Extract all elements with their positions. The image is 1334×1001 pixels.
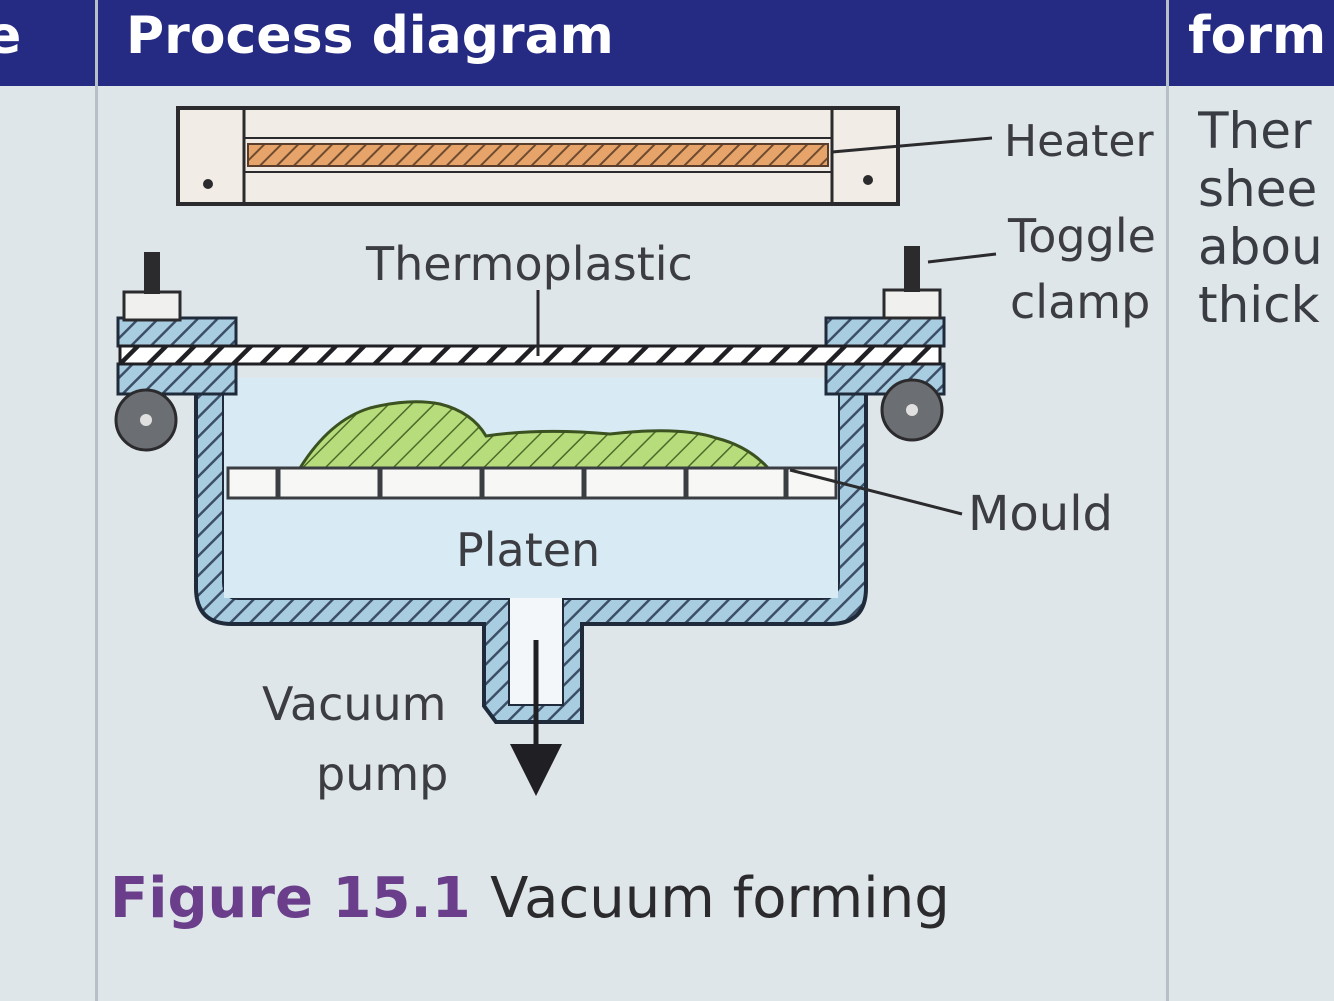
figure-caption: Figure 15.1 Vacuum forming	[110, 866, 950, 931]
vacuum-forming-diagram: Heater Toggle clamp Thermoplastic Mould …	[114, 106, 1156, 801]
heater-unit	[176, 106, 900, 206]
figure-title: Vacuum forming	[490, 866, 950, 931]
figure-number: Figure 15.1	[110, 866, 471, 931]
vacuum-flow-arrow	[510, 640, 562, 796]
header-cell-process-diagram: Process diagram	[126, 6, 614, 66]
thermoplastic-sheet	[118, 344, 942, 366]
right-column-line: Ther	[1198, 102, 1312, 160]
right-column-line: abou	[1198, 218, 1323, 276]
right-column-line: shee	[1198, 160, 1318, 218]
mould-leader-line	[789, 468, 963, 516]
mould-shape	[297, 400, 772, 470]
pump-label: pump	[316, 747, 448, 801]
heater-label: Heater	[1004, 116, 1154, 167]
heater-element	[247, 143, 829, 167]
mould-label: Mould	[968, 486, 1113, 542]
right-toggle-clamp	[824, 246, 946, 442]
column-divider-right	[1166, 0, 1169, 1001]
header-cell-right-fragment: form	[1188, 6, 1327, 66]
heater-leader-line	[831, 136, 993, 154]
platen-label: Platen	[456, 523, 600, 577]
header-cell-left-fragment: e	[0, 6, 22, 66]
left-toggle-clamp	[114, 252, 238, 452]
table-header-row: e Process diagram form	[0, 0, 1334, 86]
column-divider-left	[95, 0, 98, 1001]
toggle-label: Toggle	[1007, 209, 1156, 263]
platen	[226, 466, 838, 500]
thermoplastic-label: Thermoplastic	[365, 237, 693, 291]
right-column-line: thick	[1198, 276, 1320, 334]
clamp-leader-line	[927, 252, 997, 264]
vacuum-label: Vacuum	[262, 677, 447, 731]
right-column-text: Ther shee abou thick	[1198, 102, 1334, 334]
clamp-label: clamp	[1010, 275, 1150, 329]
